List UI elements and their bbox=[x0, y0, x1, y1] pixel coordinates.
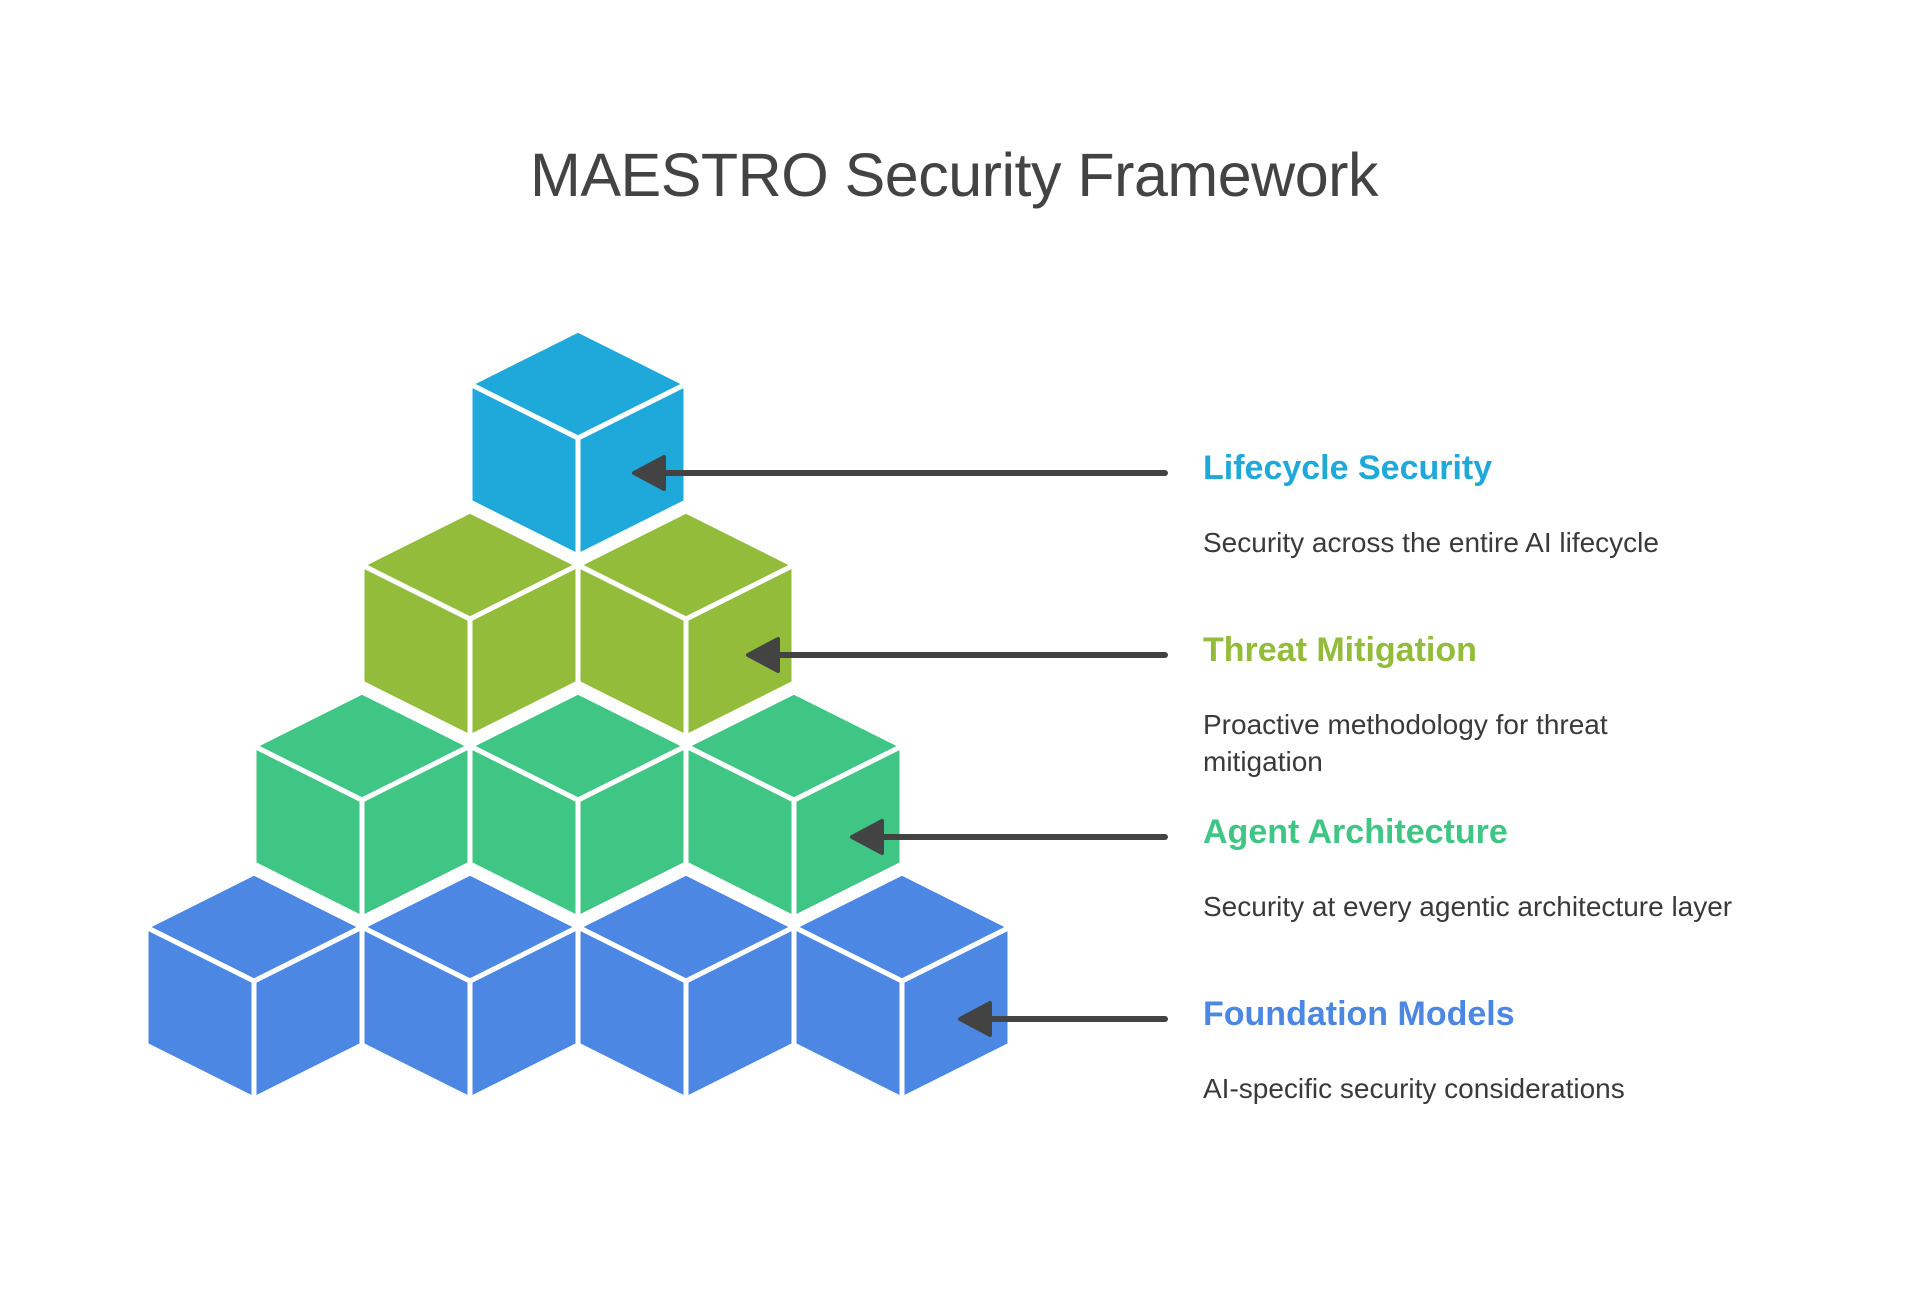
arrow-lifecycle-security bbox=[632, 455, 1168, 491]
arrow-agent-architecture bbox=[850, 819, 1168, 855]
layer-description-threat-mitigation: Proactive methodology for threat mitigat… bbox=[1203, 709, 1608, 777]
cube-foundation-models-2 bbox=[359, 870, 581, 1102]
cube-top-face bbox=[575, 508, 797, 622]
cube-top-face bbox=[575, 870, 797, 984]
cube-top-face bbox=[791, 870, 1013, 984]
cube-layer-foundation-models bbox=[143, 870, 1013, 1102]
cube-top-face bbox=[359, 870, 581, 984]
cube-top-face bbox=[467, 689, 689, 803]
arrow-foundation-models bbox=[958, 1001, 1168, 1037]
arrow-head bbox=[958, 1001, 992, 1037]
layer-heading-lifecycle-security: Lifecycle Security bbox=[1203, 449, 1493, 487]
cube-agent-architecture-1 bbox=[251, 689, 473, 921]
cube-top-face bbox=[143, 870, 365, 984]
cube-top-face bbox=[683, 689, 905, 803]
cube-agent-architecture-2 bbox=[467, 689, 689, 921]
cube-foundation-models-3 bbox=[575, 870, 797, 1102]
layer-description-foundation-models: AI-specific security considerations bbox=[1203, 1073, 1625, 1104]
layer-heading-threat-mitigation: Threat Mitigation bbox=[1203, 631, 1477, 669]
cube-top-face bbox=[251, 689, 473, 803]
arrow-head bbox=[632, 455, 666, 491]
layer-heading-foundation-models: Foundation Models bbox=[1203, 995, 1515, 1033]
arrow-head bbox=[850, 819, 884, 855]
arrow-threat-mitigation bbox=[746, 637, 1168, 673]
cube-threat-mitigation-2 bbox=[575, 508, 797, 740]
cube-top-face bbox=[359, 508, 581, 622]
cube-lifecycle-security-1 bbox=[467, 327, 689, 559]
arrow-head bbox=[746, 637, 780, 673]
cube-foundation-models-4 bbox=[791, 870, 1013, 1102]
cube-threat-mitigation-1 bbox=[359, 508, 581, 740]
layer-heading-agent-architecture: Agent Architecture bbox=[1203, 813, 1508, 851]
cube-layer-agent-architecture bbox=[251, 689, 905, 921]
cube-layer-lifecycle-security bbox=[467, 327, 689, 559]
diagram-title: MAESTRO Security Framework bbox=[530, 141, 1378, 209]
cube-top-face bbox=[467, 327, 689, 441]
cube-agent-architecture-3 bbox=[683, 689, 905, 921]
layer-description-lifecycle-security: Security across the entire AI lifecycle bbox=[1203, 527, 1659, 558]
cube-foundation-models-1 bbox=[143, 870, 365, 1102]
layer-description-agent-architecture: Security at every agentic architecture l… bbox=[1203, 891, 1733, 922]
cube-layer-threat-mitigation bbox=[359, 508, 797, 740]
